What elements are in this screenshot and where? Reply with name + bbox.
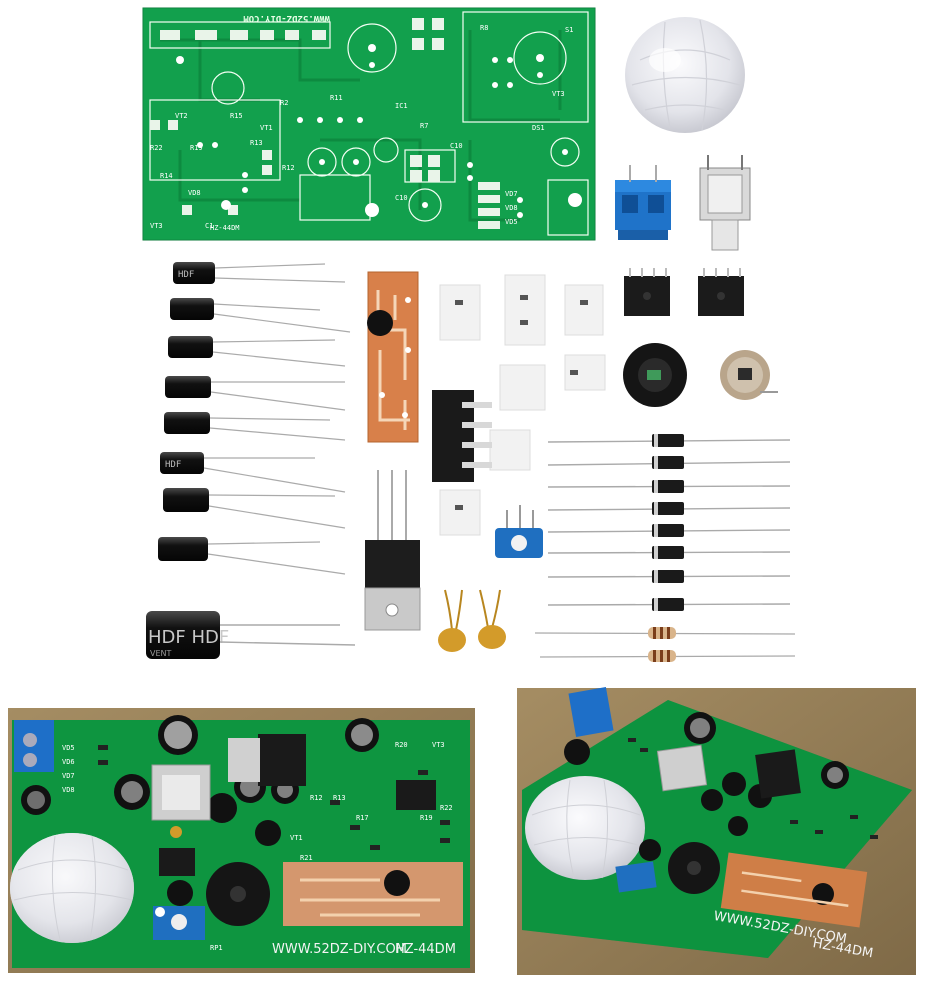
svg-text:R19: R19 [190,144,203,152]
svg-text:C10: C10 [450,142,463,150]
svg-text:R17: R17 [356,814,369,822]
trimmer-potentiometer [495,505,543,558]
pcb-url-silkscreen: WWW.52DZ-DIY.COM [243,13,330,23]
svg-text:VD8: VD8 [505,204,518,212]
svg-text:R8: R8 [480,24,488,32]
board-url-left: WWW.52DZ-DIY.COM [272,942,407,957]
svg-text:VD8: VD8 [188,189,201,197]
axial-resistors [534,627,796,662]
svg-text:VD5: VD5 [505,218,518,226]
svg-text:VT2: VT2 [175,112,188,120]
svg-text:R20: R20 [395,741,408,749]
buzzer [623,343,687,407]
svg-text:VT1: VT1 [290,834,303,842]
svg-text:HDF: HDF [178,270,194,280]
svg-text:R13: R13 [333,794,346,802]
svg-text:R7: R7 [420,122,428,130]
svg-text:R15: R15 [230,112,243,120]
pin-header [432,390,492,482]
svg-text:VT3: VT3 [432,741,445,749]
ceramic-capacitors [438,589,506,652]
svg-text:VD5: VD5 [62,744,75,752]
svg-text:VT3: VT3 [150,222,163,230]
svg-text:VD7: VD7 [505,190,518,198]
svg-text:R21: R21 [300,854,313,862]
svg-text:VT1: VT1 [260,124,273,132]
svg-text:IC1: IC1 [395,102,408,110]
pir-fresnel-dome [625,17,745,133]
screw-terminal-block [615,165,671,240]
svg-text:R13: R13 [250,139,263,147]
svg-text:R11: R11 [330,94,343,102]
svg-text:VD7: VD7 [62,772,75,780]
dip-ic-chips [624,268,744,316]
svg-text:VD8: VD8 [62,786,75,794]
electrolytic-capacitors: HDF HDF [146,262,356,659]
pcb-model-silkscreen: HZ-44DM [210,224,240,232]
svg-text:R12: R12 [282,164,295,172]
svg-text:R22: R22 [440,804,453,812]
svg-text:VD6: VD6 [62,758,75,766]
svg-text:VT3: VT3 [552,90,565,98]
large-capacitor-label: HDF HDF [148,627,229,648]
svg-text:RP1: RP1 [210,944,223,952]
svg-text:HDF: HDF [165,460,181,470]
pyro-sensor-sub-board [367,271,419,443]
svg-text:DS1: DS1 [532,124,545,132]
svg-text:C10: C10 [395,194,408,202]
svg-text:C1: C1 [205,222,213,230]
svg-text:R22: R22 [150,144,163,152]
svg-text:R19: R19 [420,814,433,822]
push-switch [699,155,751,251]
svg-text:S1: S1 [565,26,573,34]
voltage-regulator [364,470,421,631]
assembled-board-photo-right: WWW.52DZ-DIY.COM HZ-44DM [517,687,916,975]
svg-text:VENT: VENT [150,649,172,658]
svg-text:R12: R12 [310,794,323,802]
smd-component-strips [439,274,606,536]
diodes [547,434,791,611]
pyroelectric-sensor [720,350,778,400]
svg-text:R2: R2 [280,99,288,107]
board-model-left: HZ-44DM [395,942,456,957]
svg-text:R14: R14 [160,172,173,180]
